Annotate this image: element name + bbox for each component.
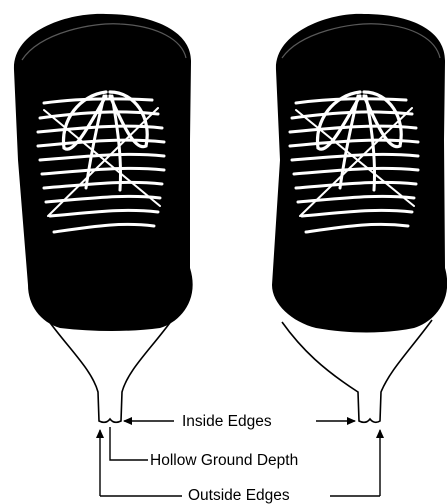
left-skate-boot — [14, 14, 193, 422]
left-blade-profile — [48, 320, 172, 422]
hollow-ground-depth-label: Hollow Ground Depth — [150, 452, 298, 469]
outside-edges-label: Outside Edges — [188, 487, 290, 504]
inside-edges-label: Inside Edges — [182, 413, 272, 430]
hollow-depth-leader — [110, 427, 148, 460]
right-blade-profile — [282, 320, 432, 422]
right-skate-boot — [272, 14, 447, 422]
annotation-hollow-ground-depth: Hollow Ground Depth — [110, 427, 298, 469]
left-boot-body — [14, 14, 193, 331]
annotation-inside-edges: Inside Edges — [124, 413, 355, 430]
